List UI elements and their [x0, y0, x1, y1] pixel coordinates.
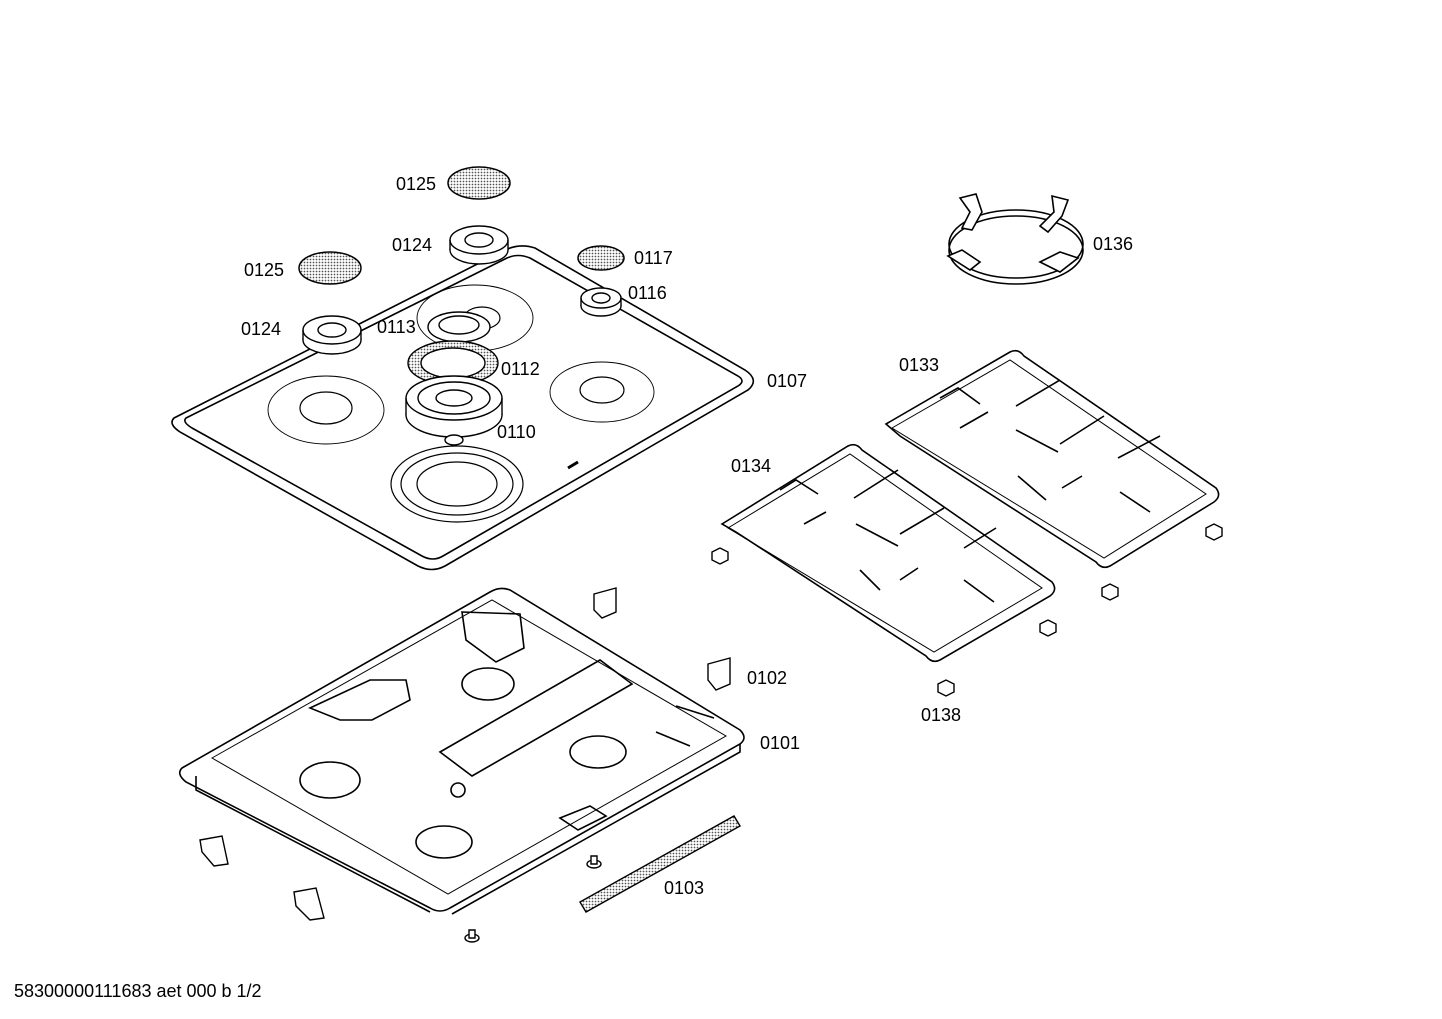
- burner-head-0124-top: [449, 225, 509, 265]
- part-label-0117: 0117: [634, 248, 673, 268]
- part-label-0134: 0134: [731, 456, 772, 476]
- burner-head-0116: [580, 287, 622, 317]
- part-label-0124-top: 0124: [392, 235, 433, 255]
- part-label-0113: 0113: [377, 317, 416, 337]
- pan-support-0134: [720, 443, 1056, 663]
- drawing-reference-code: 58300000111683 aet 000 b 1/2: [14, 981, 262, 1001]
- screws: [464, 855, 602, 943]
- burner-head-0124-left: [302, 315, 362, 355]
- part-label-0110: 0110: [497, 422, 536, 442]
- pan-support-0133: [884, 349, 1220, 569]
- part-label-0124-left: 0124: [241, 319, 282, 339]
- part-label-0116: 0116: [628, 283, 667, 303]
- part-label-0101: 0101: [760, 733, 801, 753]
- wok-support-0136: [946, 193, 1084, 285]
- part-label-0138: 0138: [921, 705, 962, 725]
- burner-cap-0117: [577, 245, 625, 271]
- part-label-0125-top: 0125: [396, 174, 437, 194]
- part-label-0125-left: 0125: [244, 260, 285, 280]
- part-label-0102: 0102: [747, 668, 788, 688]
- part-label-0103: 0103: [664, 878, 705, 898]
- seal-strip-0103: [579, 815, 741, 913]
- base-tray-0101: [178, 587, 745, 915]
- part-label-0133: 0133: [899, 355, 940, 375]
- burner-body-0110: [405, 375, 503, 446]
- part-label-0107: 0107: [767, 371, 808, 391]
- flame-ring-0112: [407, 340, 499, 386]
- part-label-0136: 0136: [1093, 234, 1134, 254]
- burner-cap-0125-top: [447, 166, 511, 200]
- burner-cap-0113: [427, 311, 491, 343]
- clips-0102: [199, 587, 731, 921]
- part-label-0112: 0112: [501, 359, 540, 379]
- rubber-feet-0138: [711, 523, 1223, 697]
- burner-cap-0125-left: [298, 251, 362, 285]
